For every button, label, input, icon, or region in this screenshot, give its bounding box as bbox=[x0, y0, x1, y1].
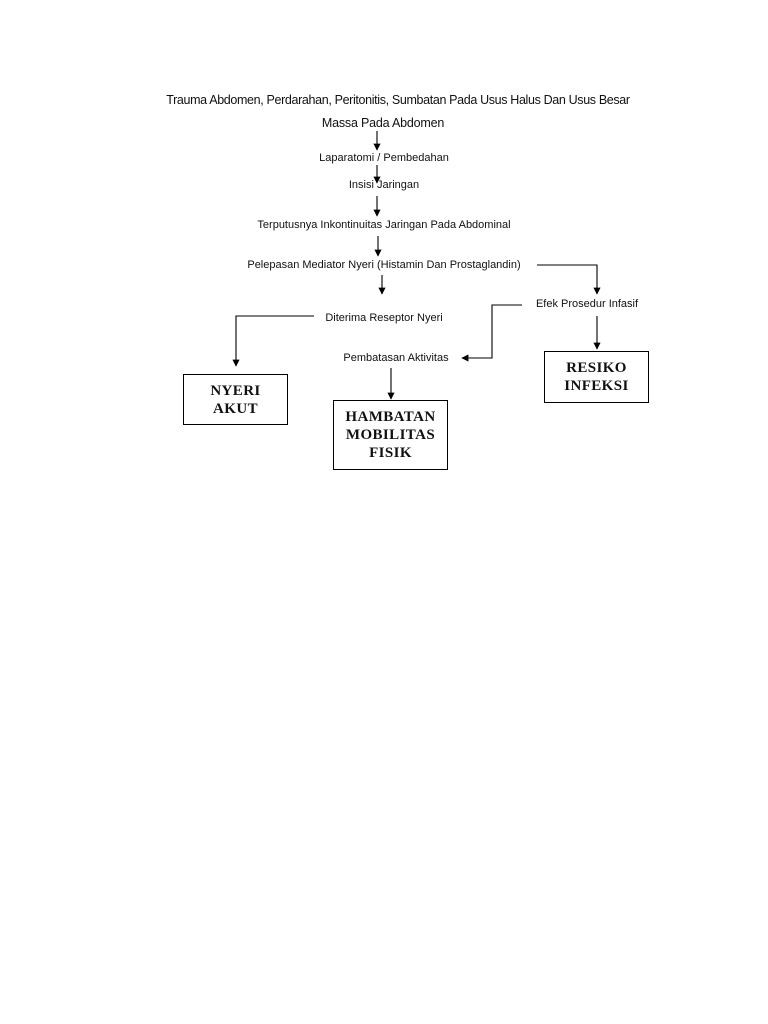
step-pelepasan: Pelepasan Mediator Nyeri (Histamin Dan P… bbox=[247, 259, 521, 271]
step-efek: Efek Prosedur Infasif bbox=[535, 298, 639, 310]
arrow-diterima-to-nyeri bbox=[232, 315, 314, 367]
arrow-efek-to-pembatasan bbox=[461, 304, 522, 362]
diagnosis-nyeri-akut-label: NYERI AKUT bbox=[210, 382, 261, 417]
step-massa: Massa Pada Abdomen bbox=[321, 116, 445, 130]
step-laparatomi: Laparatomi / Pembedahan bbox=[319, 152, 449, 164]
step-pembatasan: Pembatasan Aktivitas bbox=[343, 352, 449, 364]
step-trauma: Trauma Abdomen, Perdarahan, Peritonitis,… bbox=[166, 93, 630, 107]
step-insisi: Insisi Jaringan bbox=[348, 179, 420, 191]
diagnosis-nyeri-akut: NYERI AKUT bbox=[183, 374, 288, 425]
diagnosis-hambatan-mobilitas-fisik-label: HAMBATAN MOBILITAS FISIK bbox=[345, 409, 436, 461]
diagnosis-resiko-infeksi-label: RESIKO INFEKSI bbox=[564, 360, 629, 394]
step-diterima: Diterima Reseptor Nyeri bbox=[325, 312, 443, 324]
step-terputusnya: Terputusnya Inkontinuitas Jaringan Pada … bbox=[257, 219, 511, 231]
diagnosis-hambatan-mobilitas-fisik: HAMBATAN MOBILITAS FISIK bbox=[333, 400, 448, 470]
arrow-pelepasan-to-efek bbox=[537, 264, 601, 295]
diagnosis-resiko-infeksi: RESIKO INFEKSI bbox=[544, 351, 649, 403]
